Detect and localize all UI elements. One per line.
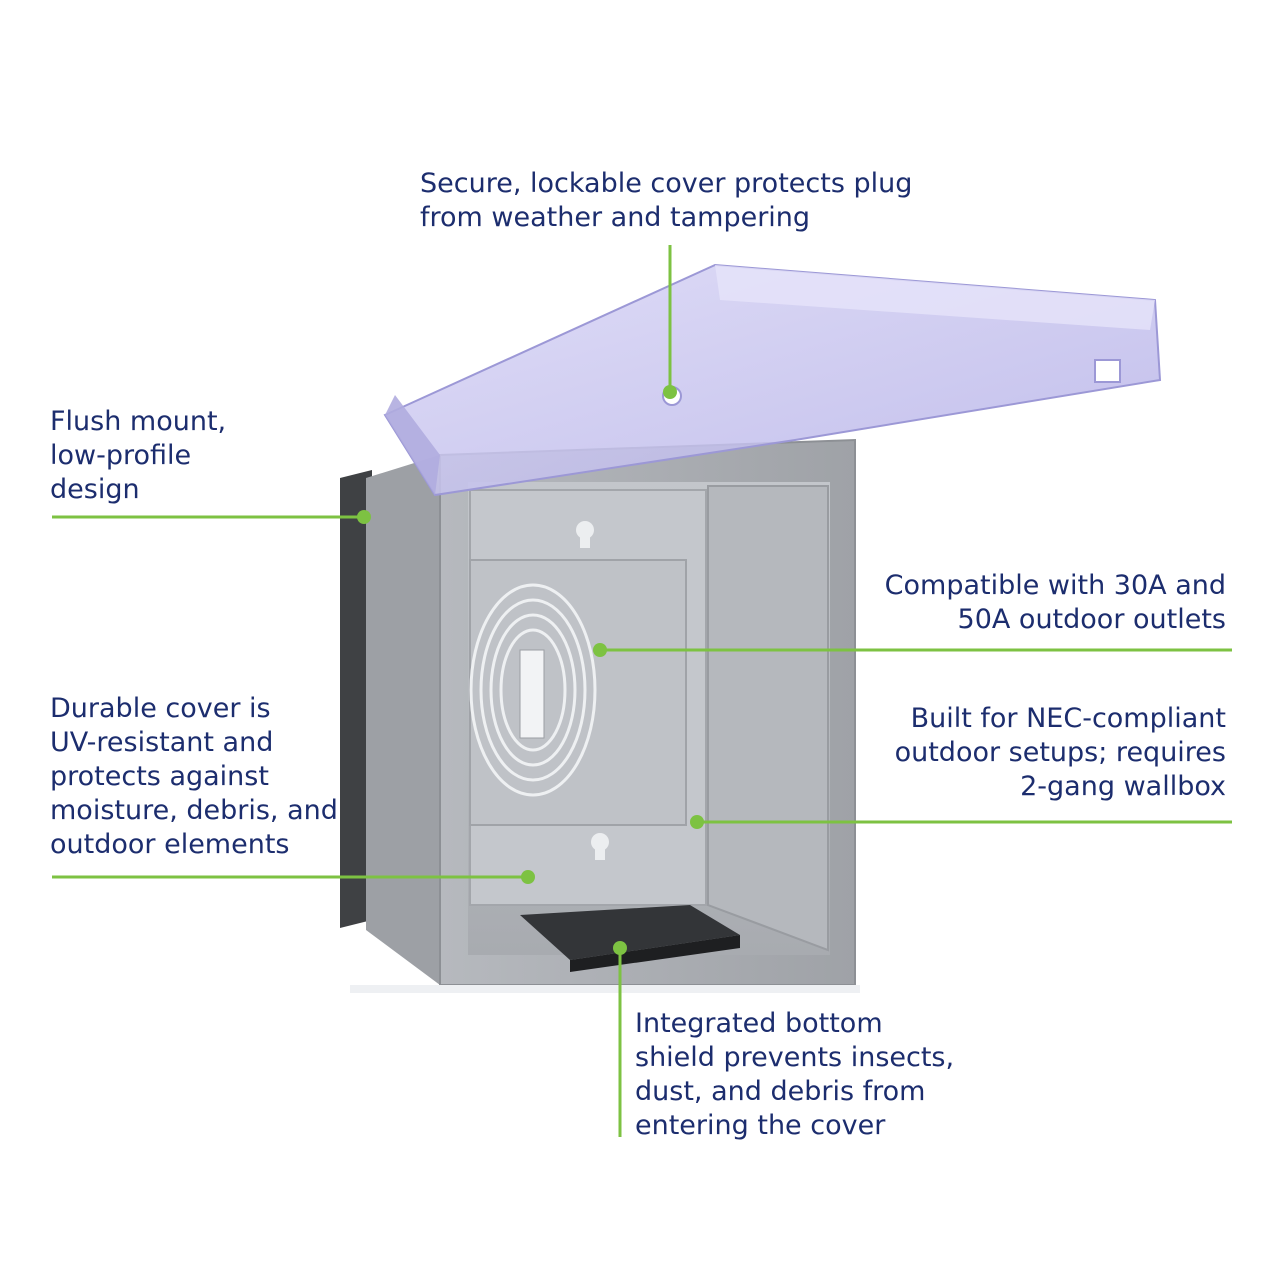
callout-nec-compliant: Built for NEC-compliant outdoor setups; … [894,703,1226,802]
bottom-shield [520,905,740,960]
box-side-wall [366,455,440,985]
knockout-plate [469,559,687,826]
callout-flush-mount: Flush mount, low-profile design [50,406,227,505]
leader-lines [52,245,1232,1137]
receptacle-slot [519,649,545,739]
callout-bottom-shield: Integrated bottom shield prevents insect… [635,1008,955,1141]
box-right-compartment [707,485,829,952]
back-gasket [340,470,372,928]
callout-compatible-outlets: Compatible with 30A and 50A outdoor outl… [884,570,1226,635]
callout-durable-cover: Durable cover is UV-resistant and protec… [50,693,338,860]
callout-lockable-cover: Secure, lockable cover protects plug fro… [420,168,913,233]
knockout-rings [469,583,597,797]
leader-dots [357,385,704,955]
